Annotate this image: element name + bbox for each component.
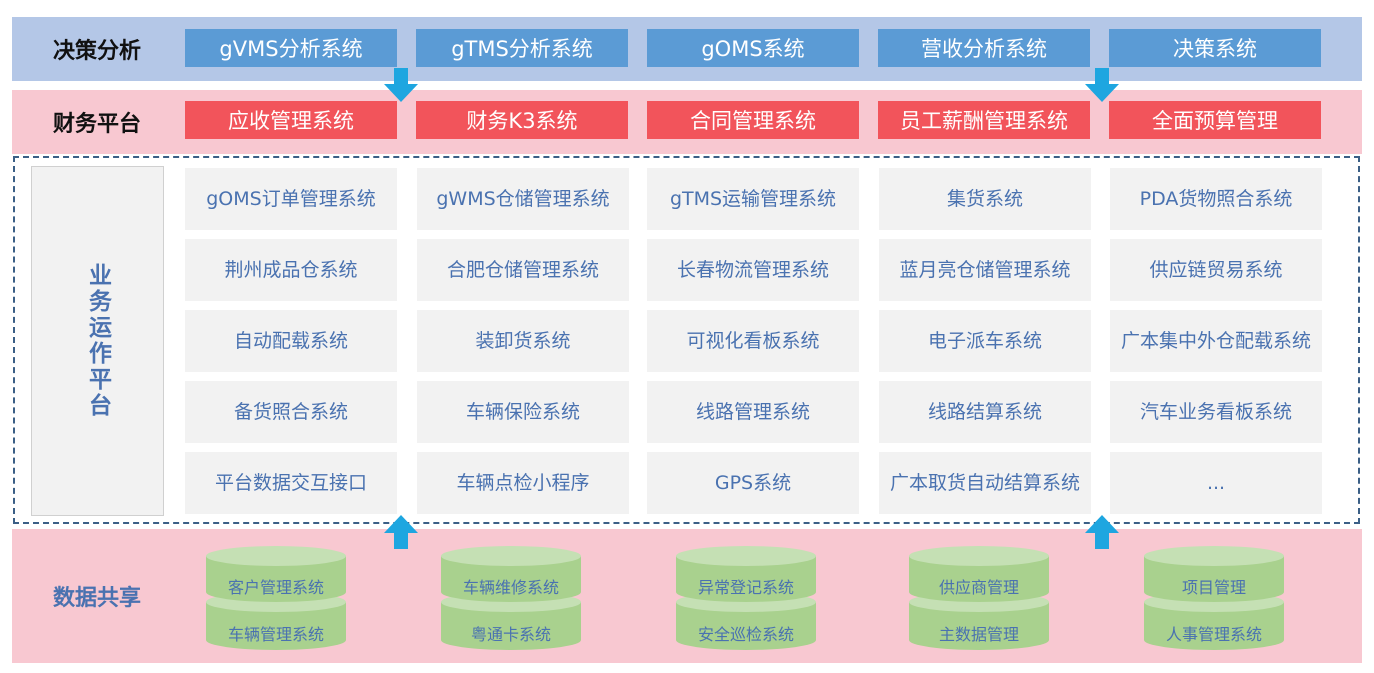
decision-label: 决策分析 [52, 39, 141, 64]
system-cell: 装卸货系统 [417, 310, 629, 372]
finance-label: 财务平台 [52, 112, 141, 137]
database-icon [676, 546, 816, 650]
up-arrow-icon [384, 515, 418, 549]
database-label-top: 项目管理 [1181, 578, 1246, 597]
decision-box-decision: 决策系统 [1109, 29, 1321, 67]
up-arrow-icon [1085, 515, 1119, 549]
system-cell: 汽车业务看板系统 [1110, 381, 1322, 443]
system-cell: 车辆点检小程序 [417, 452, 629, 514]
finance-box-budget: 全面预算管理 [1109, 101, 1321, 139]
database-stack: 车辆维修系统粤通卡系统 [441, 544, 581, 650]
finance-box-payroll: 员工薪酬管理系统 [878, 101, 1090, 139]
database-stack: 客户管理系统车辆管理系统 [206, 544, 346, 650]
database-label-bottom: 主数据管理 [938, 625, 1019, 644]
database-stack: 异常登记系统安全巡检系统 [676, 544, 816, 650]
database-label-bottom: 车辆管理系统 [227, 625, 324, 644]
database-icon [441, 546, 581, 650]
system-cell: GPS系统 [647, 452, 859, 514]
system-cell: gTMS运输管理系统 [647, 168, 859, 230]
system-cell: 可视化看板系统 [647, 310, 859, 372]
data-sharing-label: 数据共享 [52, 586, 141, 611]
database-label-top: 供应商管理 [938, 578, 1019, 597]
system-cell: 平台数据交互接口 [185, 452, 397, 514]
system-cell: 线路结算系统 [879, 381, 1091, 443]
database-label-bottom: 安全巡检系统 [697, 625, 794, 644]
system-cell: 广本集中外仓配载系统 [1110, 310, 1322, 372]
system-cell: 蓝月亮仓储管理系统 [879, 239, 1091, 301]
system-cell: 备货照合系统 [185, 381, 397, 443]
decision-box-gvms: gVMS分析系统 [185, 29, 397, 67]
system-cell: 广本取货自动结算系统 [879, 452, 1091, 514]
database-label-top: 客户管理系统 [227, 578, 324, 597]
system-cell: 供应链贸易系统 [1110, 239, 1322, 301]
system-cell: 荆州成品仓系统 [185, 239, 397, 301]
system-cell: 电子派车系统 [879, 310, 1091, 372]
down-arrow-icon [384, 68, 418, 102]
system-cell: gOMS订单管理系统 [185, 168, 397, 230]
system-cell: 线路管理系统 [647, 381, 859, 443]
database-label-top: 车辆维修系统 [462, 578, 559, 597]
database-stack: 供应商管理主数据管理 [909, 544, 1049, 650]
decision-band: 决策分析 gVMS分析系统 gTMS分析系统 gOMS系统 营收分析系统 决策系… [12, 17, 1362, 81]
database-label-top: 异常登记系统 [697, 578, 794, 597]
system-cell: 集货系统 [879, 168, 1091, 230]
database-icon [206, 546, 346, 650]
operations-label-box: 业务运作平台 [31, 166, 164, 516]
decision-box-gtms: gTMS分析系统 [416, 29, 628, 67]
system-cell: ... [1110, 452, 1322, 514]
down-arrow-icon [1085, 68, 1119, 102]
database-icon [909, 546, 1049, 650]
operations-label: 业务运作平台 [84, 263, 111, 419]
system-cell: 长春物流管理系统 [647, 239, 859, 301]
database-stack: 项目管理人事管理系统 [1144, 544, 1284, 650]
system-cell: 自动配载系统 [185, 310, 397, 372]
finance-box-k3: 财务K3系统 [416, 101, 628, 139]
finance-box-contract: 合同管理系统 [647, 101, 859, 139]
database-icon [1144, 546, 1284, 650]
finance-box-receivable: 应收管理系统 [185, 101, 397, 139]
system-cell: 车辆保险系统 [417, 381, 629, 443]
decision-box-revenue: 营收分析系统 [878, 29, 1090, 67]
system-cell: gWMS仓储管理系统 [417, 168, 629, 230]
finance-band: 财务平台 应收管理系统 财务K3系统 合同管理系统 员工薪酬管理系统 全面预算管… [12, 90, 1362, 154]
system-cell: PDA货物照合系统 [1110, 168, 1322, 230]
decision-box-goms: gOMS系统 [647, 29, 859, 67]
system-cell: 合肥仓储管理系统 [417, 239, 629, 301]
operations-frame [13, 156, 1360, 524]
database-label-bottom: 粤通卡系统 [470, 625, 551, 644]
database-label-bottom: 人事管理系统 [1165, 625, 1262, 644]
